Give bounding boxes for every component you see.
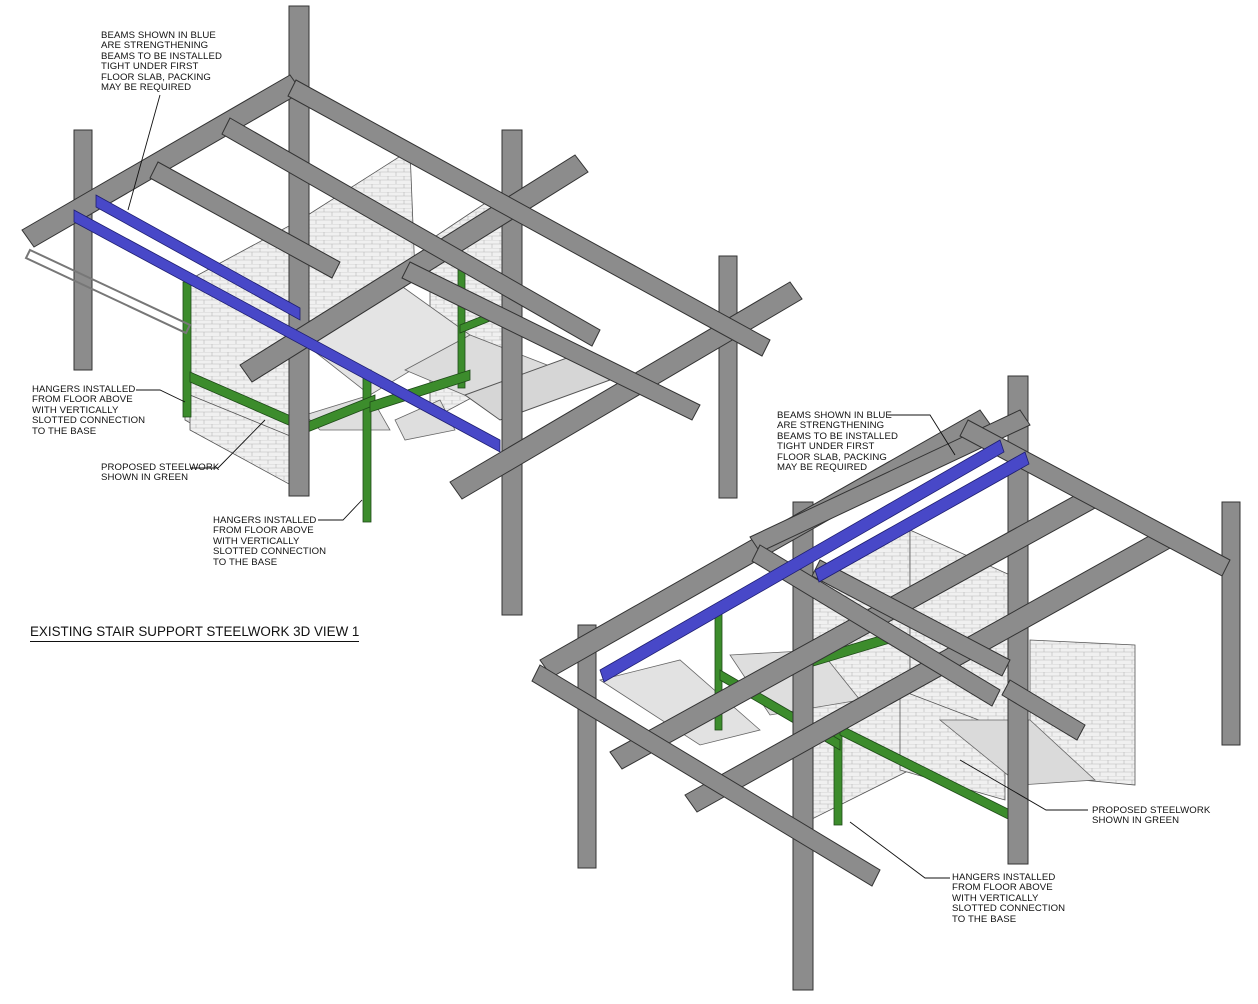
note-line: BEAMS SHOWN IN BLUE	[101, 30, 216, 41]
blue-strengthening-beam	[599, 439, 1005, 683]
steel-column	[577, 624, 597, 869]
note-line: TO THE BASE	[952, 913, 1017, 925]
steel-column	[1221, 501, 1241, 746]
note-line: WITH VERTICALLY	[213, 535, 300, 547]
leader-line	[136, 389, 186, 403]
note-line: TIGHT UNDER FIRST	[777, 441, 875, 453]
leader-line	[127, 94, 161, 211]
green-hanger	[182, 281, 192, 418]
note-line: SLOTTED CONNECTION	[32, 415, 146, 427]
note-line: BEAMS TO BE INSTALLED	[777, 430, 898, 442]
steel-beam	[751, 544, 1001, 707]
note-line: WITH VERTICALLY	[952, 892, 1039, 904]
view-title: EXISTING STAIR SUPPORT STEELWORK 3D VIEW…	[30, 624, 360, 642]
note-view1-blue-beams: BEAMS SHOWN IN BLUE ARE STRENGTHENING BE…	[101, 30, 222, 94]
note-line: SHOWN IN GREEN	[1092, 815, 1180, 827]
leader-line	[959, 759, 1088, 811]
note-line: TO THE BASE	[32, 425, 97, 437]
steel-beam	[221, 117, 601, 347]
note-line: PROPOSED STEELWORK	[1092, 805, 1211, 816]
steel-beam	[811, 559, 1011, 677]
note-view2-blue-beams: BEAMS SHOWN IN BLUE ARE STRENGTHENING BE…	[777, 410, 898, 474]
steel-beam	[749, 409, 1031, 553]
note-line: HANGERS INSTALLED	[213, 515, 317, 526]
view-2	[531, 375, 1241, 991]
blue-strengthening-beam	[73, 209, 501, 453]
green-hanger	[362, 369, 372, 523]
steel-beam	[1001, 679, 1086, 741]
note-line: SLOTTED CONNECTION	[213, 546, 327, 558]
note-line: MAY BE REQUIRED	[777, 462, 868, 474]
leader-line	[888, 414, 956, 456]
green-beam	[369, 369, 471, 413]
steel-column	[501, 129, 523, 616]
note-line: BEAMS TO BE INSTALLED	[101, 50, 222, 62]
leader-line	[849, 821, 950, 879]
leader-line	[190, 419, 266, 469]
note-line: ARE STRENGTHENING	[101, 40, 209, 52]
note-view1-hangers-b: HANGERS INSTALLED FROM FLOOR ABOVE WITH …	[213, 515, 327, 568]
leader-lines	[127, 94, 1088, 879]
note-line: FROM FLOOR ABOVE	[32, 394, 133, 406]
note-line: FLOOR SLAB, PACKING	[777, 451, 887, 463]
steel-beam	[24, 248, 192, 335]
note-view1-hangers-a: HANGERS INSTALLED FROM FLOOR ABOVE WITH …	[32, 384, 146, 437]
steel-beam	[401, 261, 701, 421]
view-1	[21, 5, 803, 616]
note-line: HANGERS INSTALLED	[32, 384, 136, 395]
steel-column	[718, 255, 738, 499]
note-line: FROM FLOOR ABOVE	[213, 525, 314, 537]
note-line: SLOTTED CONNECTION	[952, 903, 1066, 915]
note-line: BEAMS SHOWN IN BLUE	[777, 410, 892, 421]
steel-beam	[287, 79, 771, 357]
steel-beam	[149, 161, 341, 279]
note-view2-hangers: HANGERS INSTALLED FROM FLOOR ABOVE WITH …	[952, 872, 1066, 925]
note-line: ARE STRENGTHENING	[777, 420, 885, 432]
note-line: MAY BE REQUIRED	[101, 82, 192, 94]
steel-column	[73, 129, 93, 371]
note-line: FLOOR SLAB, PACKING	[101, 71, 211, 83]
note-line: FROM FLOOR ABOVE	[952, 882, 1053, 894]
note-view1-green: PROPOSED STEELWORK SHOWN IN GREEN	[101, 462, 220, 484]
note-view2-green: PROPOSED STEELWORK SHOWN IN GREEN	[1092, 805, 1211, 827]
note-line: TO THE BASE	[213, 556, 278, 568]
blue-strengthening-beam	[95, 194, 301, 321]
blue-strengthening-beam	[814, 451, 1030, 583]
note-line: HANGERS INSTALLED	[952, 872, 1056, 883]
leader-line	[318, 499, 363, 521]
steel-beam	[449, 281, 803, 500]
steel-beam	[531, 664, 881, 887]
note-line: TIGHT UNDER FIRST	[101, 61, 199, 73]
note-line: WITH VERTICALLY	[32, 404, 119, 416]
note-line: SHOWN IN GREEN	[101, 472, 189, 484]
note-line: PROPOSED STEELWORK	[101, 462, 220, 473]
